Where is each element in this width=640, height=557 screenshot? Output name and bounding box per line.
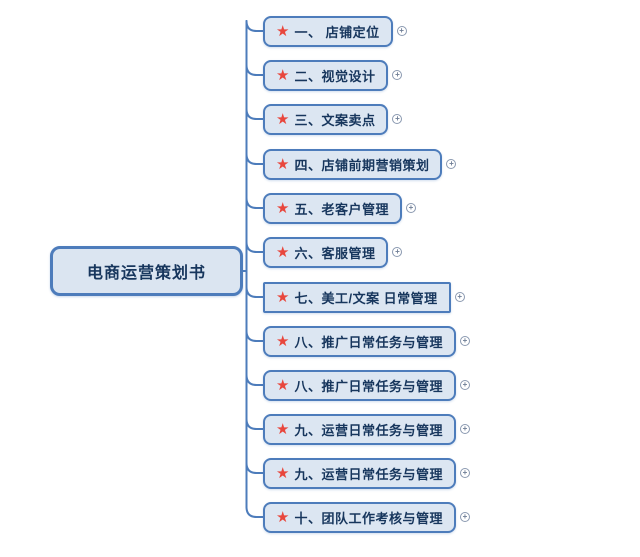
branch-connector xyxy=(245,108,266,120)
star-icon: ★ xyxy=(276,420,290,438)
topic-label: 六、客服管理 xyxy=(294,245,376,261)
topic-row: ★七、美工/文案 日常管理+ xyxy=(263,281,465,313)
topic-row: ★九、运营日常任务与管理+ xyxy=(263,457,470,489)
topic-row: ★二、视觉设计+ xyxy=(263,59,403,91)
topic-row: ★五、老客户管理+ xyxy=(263,192,416,224)
star-icon: ★ xyxy=(276,332,290,350)
branch-connector xyxy=(245,153,266,165)
topic-label: 九、运营日常任务与管理 xyxy=(294,466,443,482)
expand-icon[interactable]: + xyxy=(392,114,403,124)
branch-connector xyxy=(245,462,266,474)
topic-label: 三、文案卖点 xyxy=(294,112,376,128)
topic-node[interactable]: ★三、文案卖点 xyxy=(263,103,389,135)
star-icon: ★ xyxy=(276,66,290,84)
topic-node[interactable]: ★五、老客户管理 xyxy=(263,192,402,224)
topic-row: ★六、客服管理+ xyxy=(263,236,403,268)
root-node[interactable]: 电商运营策划书 xyxy=(50,246,243,296)
expand-icon[interactable]: + xyxy=(392,70,403,80)
branch-connector xyxy=(245,241,266,253)
expand-icon[interactable]: + xyxy=(392,247,403,257)
topic-label: 七、美工/文案 日常管理 xyxy=(294,290,438,306)
topic-label: 八、推广日常任务与管理 xyxy=(294,334,443,350)
expand-icon[interactable]: + xyxy=(459,336,470,346)
topic-node[interactable]: ★十、团队工作考核与管理 xyxy=(263,501,456,533)
star-icon: ★ xyxy=(276,288,290,306)
branch-connector xyxy=(245,286,266,298)
star-icon: ★ xyxy=(276,508,290,526)
branch-connector xyxy=(245,418,266,430)
expand-icon[interactable]: + xyxy=(446,159,457,169)
branch-connector xyxy=(245,374,266,386)
topic-node[interactable]: ★七、美工/文案 日常管理 xyxy=(263,281,451,313)
branch-connector xyxy=(245,197,266,209)
star-icon: ★ xyxy=(276,22,290,40)
topic-row: ★十、团队工作考核与管理+ xyxy=(263,501,470,533)
topic-row: ★九、运营日常任务与管理+ xyxy=(263,413,470,445)
topic-node[interactable]: ★一、 店铺定位 xyxy=(263,15,393,47)
topic-node[interactable]: ★二、视觉设计 xyxy=(263,59,389,91)
star-icon: ★ xyxy=(276,243,290,261)
topic-node[interactable]: ★八、推广日常任务与管理 xyxy=(263,369,456,401)
star-icon: ★ xyxy=(276,110,290,128)
topic-row: ★一、 店铺定位+ xyxy=(263,15,407,47)
topic-label: 五、老客户管理 xyxy=(294,201,389,217)
topic-label: 二、视觉设计 xyxy=(294,68,376,84)
expand-icon[interactable]: + xyxy=(396,26,407,36)
topic-label: 九、运营日常任务与管理 xyxy=(294,422,443,438)
topic-node[interactable]: ★九、运营日常任务与管理 xyxy=(263,413,456,445)
topic-label: 十、团队工作考核与管理 xyxy=(294,510,443,526)
topic-node[interactable]: ★四、店铺前期营销策划 xyxy=(263,148,443,180)
expand-icon[interactable]: + xyxy=(459,424,470,434)
branch-connector xyxy=(245,64,266,76)
topic-node[interactable]: ★六、客服管理 xyxy=(263,236,389,268)
expand-icon[interactable]: + xyxy=(459,380,470,390)
topic-label: 一、 店铺定位 xyxy=(294,24,380,40)
star-icon: ★ xyxy=(276,376,290,394)
expand-icon[interactable]: + xyxy=(454,292,465,302)
topic-row: ★三、文案卖点+ xyxy=(263,103,403,135)
topic-row: ★四、店铺前期营销策划+ xyxy=(263,148,457,180)
branch-connector xyxy=(245,330,266,342)
expand-icon[interactable]: + xyxy=(459,512,470,522)
expand-icon[interactable]: + xyxy=(459,468,470,478)
topic-row: ★八、推广日常任务与管理+ xyxy=(263,369,470,401)
topic-row: ★八、推广日常任务与管理+ xyxy=(263,325,470,357)
branch-connector xyxy=(245,20,266,32)
topic-node[interactable]: ★九、运营日常任务与管理 xyxy=(263,457,456,489)
topic-label: 四、店铺前期营销策划 xyxy=(294,157,430,173)
topic-label: 八、推广日常任务与管理 xyxy=(294,378,443,394)
star-icon: ★ xyxy=(276,199,290,217)
branch-connector xyxy=(245,506,266,518)
expand-icon[interactable]: + xyxy=(405,203,416,213)
star-icon: ★ xyxy=(276,155,290,173)
star-icon: ★ xyxy=(276,464,290,482)
topic-node[interactable]: ★八、推广日常任务与管理 xyxy=(263,325,456,357)
